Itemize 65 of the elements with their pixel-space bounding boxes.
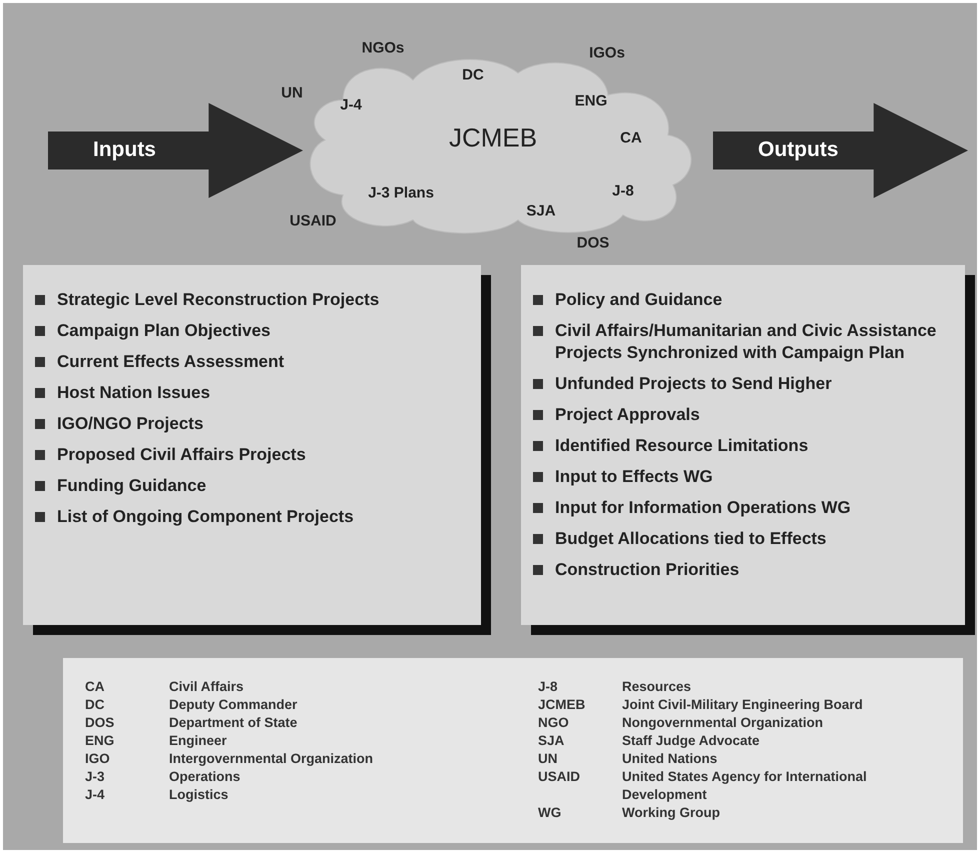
abbreviation: DOS bbox=[85, 714, 116, 732]
list-item: Policy and Guidance bbox=[555, 289, 722, 311]
definition: Working Group bbox=[622, 804, 721, 822]
list-item: Campaign Plan Objectives bbox=[57, 320, 271, 342]
list-item: Budget Allocations tied to Effects bbox=[555, 528, 826, 550]
arrow-label: Inputs bbox=[93, 138, 156, 162]
definition: Staff Judge Advocate bbox=[622, 732, 761, 750]
list-item: List of Ongoing Component Projects bbox=[57, 506, 354, 528]
list-item: Unfunded Projects to Send Higher bbox=[555, 373, 832, 395]
block-arrow bbox=[713, 103, 968, 198]
abbreviation: CA bbox=[85, 678, 106, 696]
cloud-word: J-3 Plans bbox=[368, 184, 434, 202]
abbreviation: ENG bbox=[85, 732, 116, 750]
cloud-side-word: UN bbox=[281, 84, 303, 102]
definition: United Nations bbox=[622, 750, 718, 768]
definition: Intergovernmental Organization bbox=[169, 750, 374, 768]
abbreviation: USAID bbox=[538, 768, 582, 786]
list-item: IGO/NGO Projects bbox=[57, 413, 204, 435]
definition: Nongovernmental Organization bbox=[622, 714, 824, 732]
list-item: Funding Guidance bbox=[57, 475, 206, 497]
list-item: Proposed Civil Affairs Projects bbox=[57, 444, 306, 466]
list-panel bbox=[23, 265, 481, 625]
cloud-title: JCMEB bbox=[448, 122, 538, 154]
abbreviation: NGO bbox=[538, 714, 570, 732]
arrow-label: Outputs bbox=[758, 138, 838, 162]
cloud-word: SJA bbox=[526, 202, 556, 220]
list-item: Identified Resource Limitations bbox=[555, 435, 808, 457]
abbreviation: JCMEB bbox=[538, 696, 586, 714]
cloud-side-word: IGOs bbox=[589, 44, 625, 62]
definition: Resources bbox=[622, 678, 692, 696]
list-item: Current Effects Assessment bbox=[57, 351, 284, 373]
list-item: Input for Information Operations WG bbox=[555, 497, 851, 519]
list-item: Host Nation Issues bbox=[57, 382, 210, 404]
list-panel bbox=[521, 265, 965, 625]
cloud-side-word: NGOs bbox=[362, 40, 404, 56]
glossary-panel bbox=[63, 658, 963, 843]
block-arrow bbox=[48, 103, 303, 198]
list-item: Civil Affairs/Humanitarian and Civic Assistance Projects Synchronized with Campaign Plan bbox=[555, 320, 938, 364]
abbreviation: IGO bbox=[85, 750, 111, 768]
list-item: Strategic Level Reconstruction Projects bbox=[57, 289, 380, 311]
cloud-side-word: DOS bbox=[576, 234, 610, 252]
cloud-side-word: USAID bbox=[290, 212, 336, 230]
definition: Civil Affairs bbox=[169, 678, 245, 696]
cloud-word: J-8 bbox=[612, 182, 634, 200]
list-item: Project Approvals bbox=[555, 404, 700, 426]
list-item: Construction Priorities bbox=[555, 559, 740, 581]
definition: Joint Civil-Military Engineering Board bbox=[622, 696, 864, 714]
abbreviation: J-4 bbox=[85, 786, 106, 804]
abbreviation: J-8 bbox=[538, 678, 559, 696]
abbreviation: SJA bbox=[538, 732, 566, 750]
abbreviation: J-3 bbox=[85, 768, 106, 786]
definition: Operations bbox=[169, 768, 242, 786]
cloud-word: CA bbox=[620, 130, 642, 146]
abbreviation: UN bbox=[538, 750, 558, 768]
definition: Logistics bbox=[169, 786, 230, 804]
cloud-word: J-4 bbox=[340, 96, 362, 114]
abbreviation: DC bbox=[85, 696, 106, 714]
list-item: Input to Effects WG bbox=[555, 466, 713, 488]
definition: Deputy Commander bbox=[169, 696, 298, 714]
abbreviation: WG bbox=[538, 804, 562, 822]
definition: Engineer bbox=[169, 732, 228, 750]
definition: Department of State bbox=[169, 714, 298, 732]
cloud-word: DC bbox=[462, 66, 484, 84]
definition: United States Agency for International Development bbox=[622, 768, 868, 804]
cloud-word: ENG bbox=[574, 92, 608, 110]
